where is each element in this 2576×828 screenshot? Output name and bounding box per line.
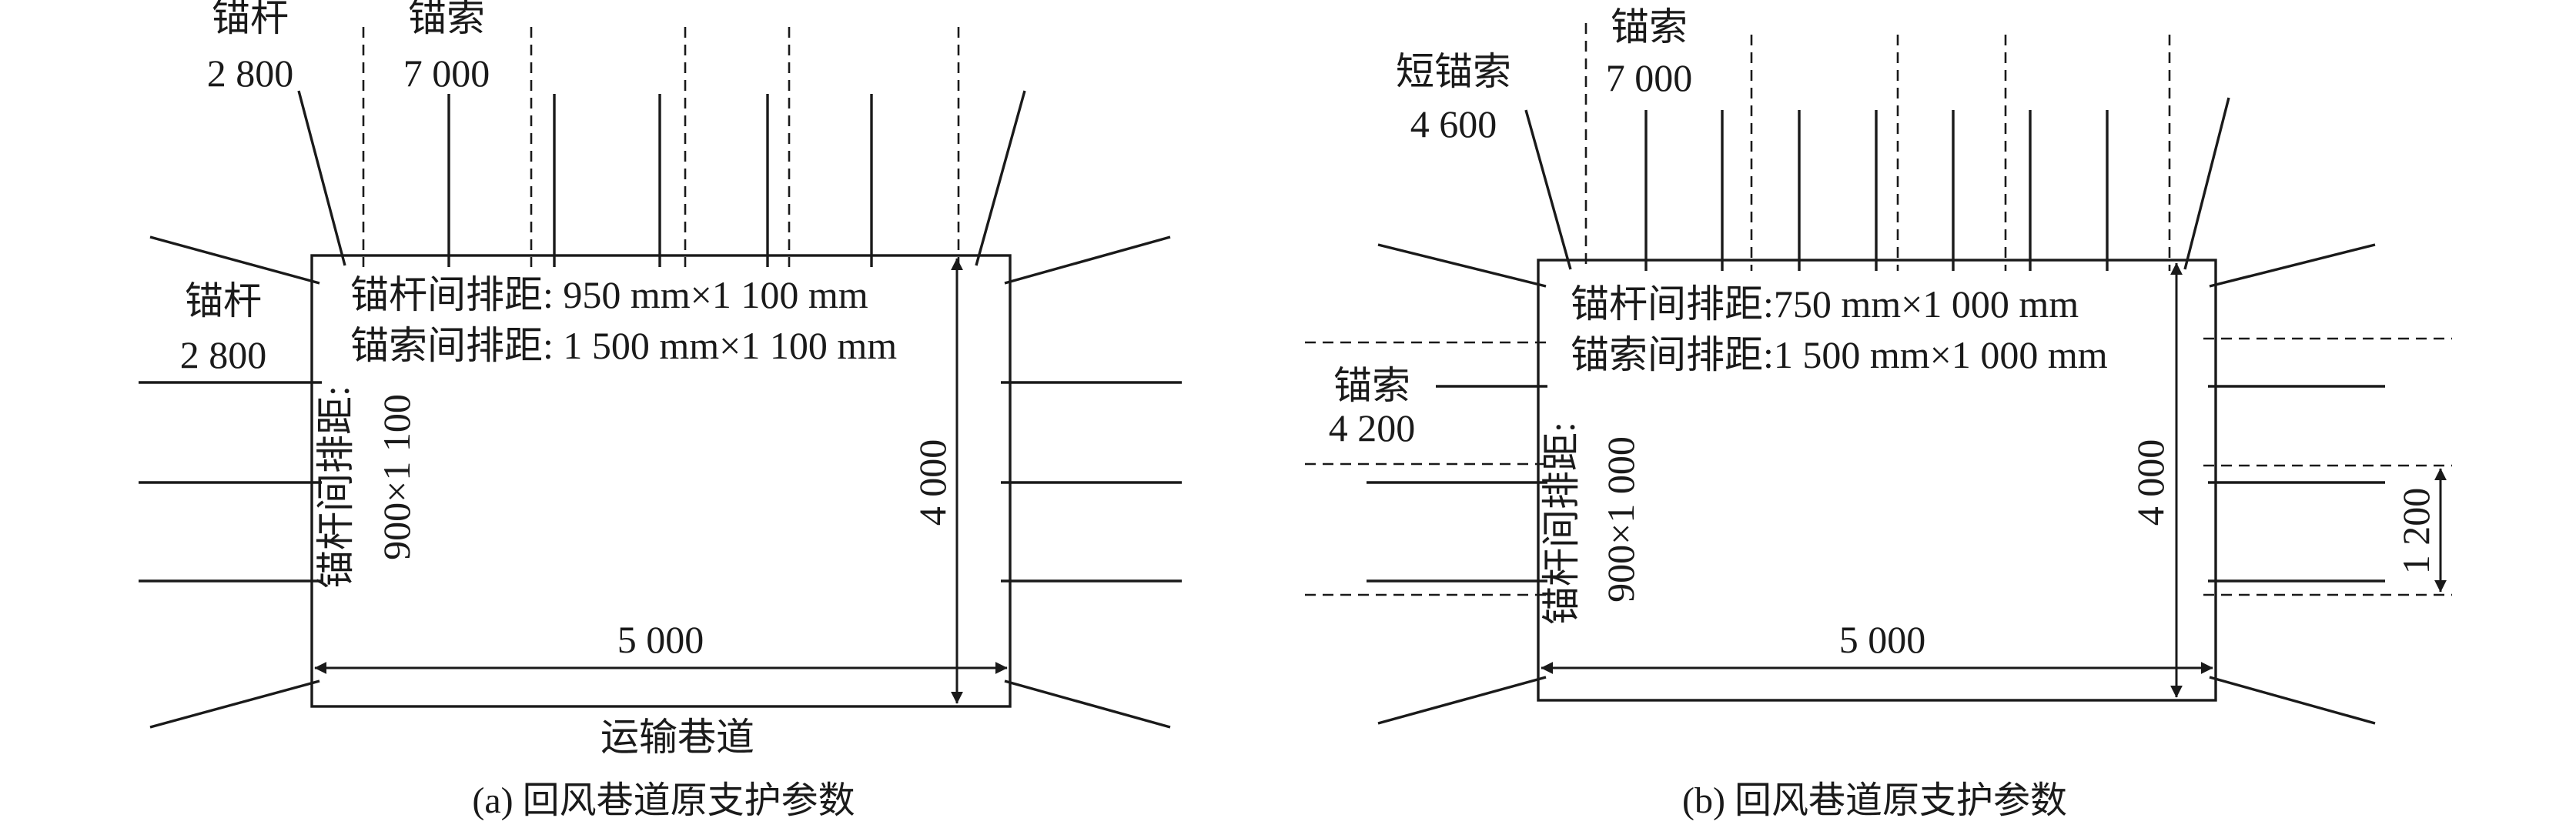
side-bolt-length-a: 2 800: [180, 333, 267, 376]
roof-cable-label-b: 锚索: [1611, 5, 1688, 48]
short-cable-length-b: 4 600: [1410, 102, 1497, 145]
bolt-spacing-text-b: 锚杆间排距:750 mm×1 000 mm: [1571, 282, 2079, 326]
short-cable-label-b: 短锚索: [1396, 50, 1511, 93]
roof-corner-bolt-left-b: [1524, 109, 1572, 270]
side-spacing-value-b: 900×1 000: [1599, 436, 1642, 603]
side-cable-label-b: 锚索: [1333, 364, 1410, 407]
side-corner-bolt-bl-a: [149, 679, 320, 729]
side-corner-bolt-br-b: [2209, 676, 2376, 725]
bolt-spacing-text-a: 锚杆间排距: 950 mm×1 100 mm: [350, 273, 868, 316]
side-corner-bolt-br-a: [1004, 679, 1171, 729]
side-corner-bolt-tl-a: [149, 235, 320, 285]
side-cable-spacing-label-b: 1 200: [2394, 488, 2437, 575]
roof-bolt-length-a: 2 800: [207, 52, 294, 95]
width-label-a: 5 000: [617, 618, 704, 661]
roof-cable-length-a: 7 000: [403, 52, 490, 95]
roof-cable-length-b: 7 000: [1606, 56, 1693, 99]
side-corner-bolt-tl-b: [1377, 243, 1547, 288]
width-label-b: 5 000: [1839, 618, 1926, 661]
roof-corner-bolt-right-a: [975, 90, 1026, 266]
side-corner-bolt-bl-b: [1377, 676, 1547, 725]
roof-cable-label-a: 锚索: [408, 0, 485, 39]
side-spacing-title-b: 锚杆间排距:: [1540, 422, 1583, 625]
panel-b: 短锚索 4 600 锚索 7 000 锚杆间排距:750 mm×1 000 mm…: [1305, 5, 2452, 821]
roof-corner-bolt-left-a: [297, 90, 346, 266]
caption-a: (a) 回风巷道原支护参数: [472, 780, 855, 821]
cable-spacing-text-a: 锚索间排距: 1 500 mm×1 100 mm: [350, 324, 897, 367]
side-cable-length-b: 4 200: [1329, 406, 1416, 449]
caption-b: (b) 回风巷道原支护参数: [1682, 780, 2067, 821]
side-spacing-value-a: 900×1 100: [375, 394, 418, 560]
roof-bolt-label-a: 锚杆: [212, 0, 289, 39]
cable-spacing-text-b: 锚索间排距:1 500 mm×1 000 mm: [1571, 333, 2108, 376]
height-label-a: 4 000: [911, 439, 954, 526]
side-corner-bolt-tr-a: [1004, 235, 1171, 285]
side-corner-bolt-tr-b: [2209, 243, 2376, 288]
roof-corner-bolt-right-b: [2183, 97, 2230, 270]
height-label-b: 4 000: [2129, 439, 2172, 526]
bottom-note-a: 运输巷道: [601, 716, 754, 759]
side-spacing-title-a: 锚杆间排距:: [314, 386, 357, 589]
panel-a: 锚杆 2 800 锚索 7 000 锚杆间排距: 950 mm×1 100 mm…: [139, 0, 1182, 821]
side-bolt-label-a: 锚杆: [185, 279, 262, 322]
